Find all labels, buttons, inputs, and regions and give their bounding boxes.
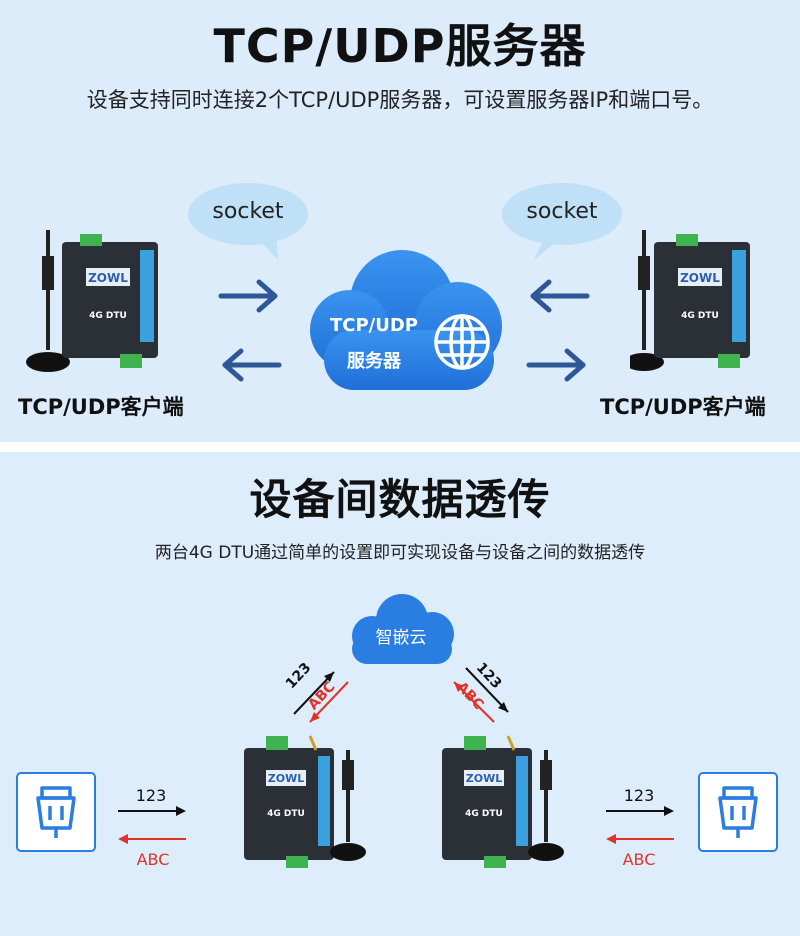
client-label-left: TCP/UDP客户端 (18, 395, 184, 419)
socket-bubble-right (502, 183, 622, 260)
device-brand: ZOWL (88, 271, 128, 285)
device-model: 4G DTU (267, 809, 305, 819)
zhiqian-cloud (352, 594, 454, 664)
device-model: 4G DTU (465, 809, 503, 819)
serial-port-icon-left (16, 772, 96, 852)
section2-title: 设备间数据透传 (249, 475, 551, 524)
dtu-device-center-right: ZOWL 4G DTU (442, 735, 564, 868)
right-recv-label: ABC (622, 850, 656, 869)
arrow-left-icon (222, 348, 282, 382)
device-brand: ZOWL (268, 772, 304, 785)
cloud-line2: 服务器 (347, 351, 401, 372)
data-passthrough-section: 设备间数据透传 两台4G DTU通过简单的设置即可实现设备与设备之间的数据透传 … (0, 452, 800, 936)
dtu-device-center-left: ZOWL 4G DTU (244, 735, 366, 868)
section1-title: TCP/UDP服务器 (213, 19, 587, 73)
tcp-udp-server-section: TCP/UDP服务器 设备支持同时连接2个TCP/UDP服务器，可设置服务器IP… (0, 0, 800, 442)
diag-arrows-right (453, 667, 509, 723)
right-send-label: 123 (623, 786, 655, 805)
left-send-arrow-icon (118, 806, 186, 816)
serial-port-icon-right (698, 772, 778, 852)
socket-label-right: socket (526, 199, 598, 224)
socket-bubble-left (188, 183, 308, 260)
socket-label-left: socket (212, 199, 284, 224)
section2-subtitle: 两台4G DTU通过简单的设置即可实现设备与设备之间的数据透传 (154, 543, 646, 563)
dtu-device-left: ZOWL 4G DTU (26, 230, 158, 372)
client-label-right: TCP/UDP客户端 (600, 395, 766, 419)
left-recv-label: ABC (136, 850, 170, 869)
right-recv-arrow-icon (606, 834, 674, 844)
cloud-line1: TCP/UDP (329, 315, 418, 336)
device-brand: ZOWL (680, 271, 720, 285)
cloud-label: 智嵌云 (375, 628, 427, 648)
left-send-label: 123 (135, 786, 167, 805)
arrow-left-icon (530, 279, 590, 313)
right-send-arrow-icon (606, 806, 674, 816)
dtu-device-right: ZOWL 4G DTU (630, 230, 750, 371)
arrow-right-icon (218, 279, 278, 313)
device-model: 4G DTU (89, 311, 127, 321)
globe-icon (434, 314, 490, 370)
arrow-right-icon (526, 348, 586, 382)
device-model: 4G DTU (681, 311, 719, 321)
device-brand: ZOWL (466, 772, 502, 785)
left-recv-arrow-icon (118, 834, 186, 844)
section1-subtitle: 设备支持同时连接2个TCP/UDP服务器，可设置服务器IP和端口号。 (86, 88, 714, 112)
diag-arrows-left (293, 671, 349, 723)
